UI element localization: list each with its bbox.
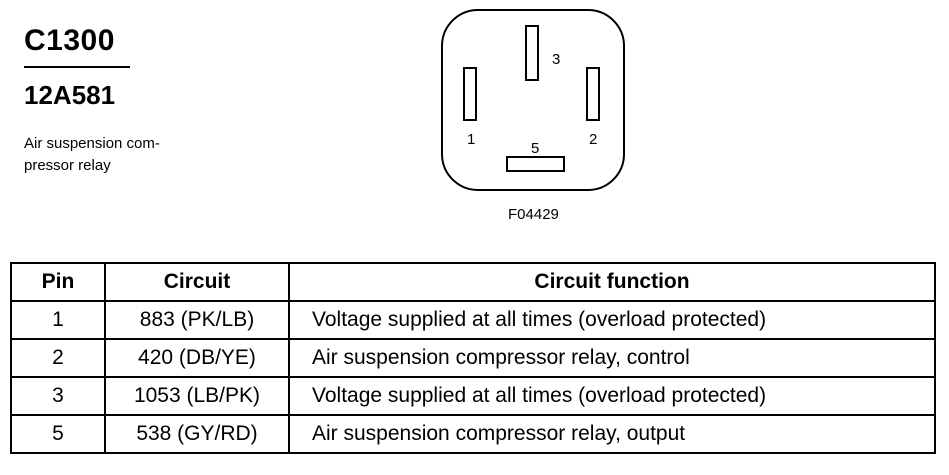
cell-pin: 3 bbox=[10, 376, 106, 416]
pin-2-label: 2 bbox=[589, 131, 597, 148]
pin-3-label: 3 bbox=[552, 51, 560, 68]
cell-circuit: 1053 (LB/PK) bbox=[104, 376, 290, 416]
component-description: Air suspension com- pressor relay bbox=[24, 135, 160, 174]
pin-5-label: 5 bbox=[531, 140, 539, 157]
cell-function: Voltage supplied at all times (overload … bbox=[288, 300, 936, 340]
pin-1-label: 1 bbox=[467, 131, 475, 148]
cell-circuit: 420 (DB/YE) bbox=[104, 338, 290, 378]
connector-outline bbox=[441, 9, 625, 191]
connector-face-diagram: 1 2 3 5 bbox=[441, 9, 625, 191]
cell-circuit: 538 (GY/RD) bbox=[104, 414, 290, 454]
figure-id: F04429 bbox=[508, 206, 559, 223]
title-underline bbox=[24, 66, 130, 68]
table-row: 5 538 (GY/RD) Air suspension compressor … bbox=[10, 414, 936, 454]
connector-id: C1300 bbox=[24, 24, 115, 57]
pin-2-terminal bbox=[586, 67, 600, 121]
cell-pin: 1 bbox=[10, 300, 106, 340]
header-circuit: Circuit bbox=[104, 262, 290, 302]
part-number: 12A581 bbox=[24, 80, 116, 110]
header-pin: Pin bbox=[10, 262, 106, 302]
cell-circuit: 883 (PK/LB) bbox=[104, 300, 290, 340]
table-row: 2 420 (DB/YE) Air suspension compressor … bbox=[10, 338, 936, 378]
cell-pin: 5 bbox=[10, 414, 106, 454]
table-header-row: Pin Circuit Circuit function bbox=[10, 262, 936, 302]
pin-1-terminal bbox=[463, 67, 477, 121]
pin-5-terminal bbox=[506, 156, 565, 172]
cell-pin: 2 bbox=[10, 338, 106, 378]
table-row: 1 883 (PK/LB) Voltage supplied at all ti… bbox=[10, 300, 936, 340]
pin-3-terminal bbox=[525, 25, 539, 81]
table-row: 3 1053 (LB/PK) Voltage supplied at all t… bbox=[10, 376, 936, 416]
cell-function: Voltage supplied at all times (overload … bbox=[288, 376, 936, 416]
cell-function: Air suspension compressor relay, control bbox=[288, 338, 936, 378]
header-circuit-function: Circuit function bbox=[288, 262, 936, 302]
pin-table: Pin Circuit Circuit function 1 883 (PK/L… bbox=[10, 262, 936, 454]
cell-function: Air suspension compressor relay, output bbox=[288, 414, 936, 454]
